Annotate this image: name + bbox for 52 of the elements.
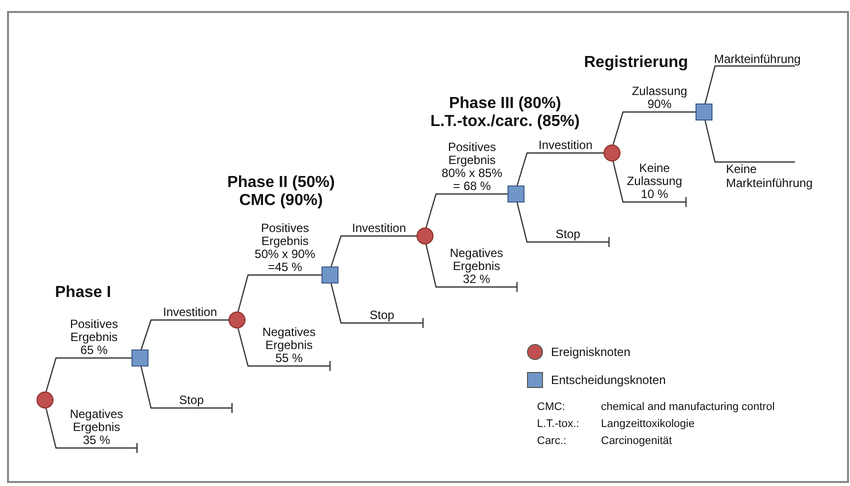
branch-line (516, 152, 604, 186)
branch-line (704, 120, 795, 163)
branch-label: Investition (162, 306, 218, 319)
branch-label: Stop (179, 394, 204, 407)
branch-label: Investition (538, 139, 593, 152)
branch-label: Positives Ergebnis 65 % (68, 318, 120, 357)
branch-line (330, 235, 417, 268)
phase-heading: Registrierung (584, 54, 688, 72)
branch-line (330, 282, 424, 329)
legend-text: Ereignisknoten (551, 345, 630, 359)
outcome-text: Keine Markteinführung (726, 162, 814, 190)
branch-line (45, 357, 132, 392)
branch-line (516, 202, 610, 248)
event-node-circle (416, 228, 434, 244)
branch-label: Zulassung 90% (630, 85, 688, 111)
branch-line (140, 319, 229, 350)
abbreviation-definition: Carcinogenität (601, 435, 672, 448)
branch-line (612, 111, 696, 146)
branch-line (612, 160, 687, 208)
branch-line (237, 328, 331, 372)
event-node-circle (36, 392, 54, 408)
phase-heading: Phase III (80%) L.T.-tox./carc. (85%) (429, 95, 581, 131)
branch-label: Positives Ergebnis 80% x 85% = 68 % (441, 141, 503, 193)
branch-label: Positives Ergebnis 50% x 90% =45 % (254, 222, 316, 274)
abbreviation-definition: chemical and manufacturing control (601, 401, 775, 414)
branch-line (425, 193, 508, 228)
event-node-circle (228, 312, 246, 328)
decision-node-square (696, 104, 712, 120)
event-node-circle (604, 144, 620, 162)
branch-label: Negatives Ergebnis 32 % (448, 247, 504, 286)
branch-line (140, 366, 233, 414)
phase-heading: Phase II (50%) CMC (90%) (226, 174, 336, 210)
branch-label: Stop (370, 309, 394, 322)
branch-line (237, 274, 322, 312)
abbreviation-definition: Langzeittoxikologie (601, 418, 695, 431)
decision-node-square (508, 186, 524, 202)
decision-node-square (322, 266, 338, 284)
abbreviation-term: CMC: (537, 401, 566, 414)
branch-label: Keine Zulassung 10 % (626, 162, 684, 201)
branch-label: Stop (556, 228, 580, 241)
abbreviation-term: L.T.-tox.: (537, 418, 580, 431)
branch-label: Investition (352, 222, 406, 235)
branch-line (45, 408, 138, 454)
legend-text: Entscheidungsknoten (551, 373, 666, 387)
abbreviation-term: Carc.: (537, 435, 566, 448)
branch-label: Negatives Ergebnis 55 % (261, 326, 317, 365)
branch-label: Negatives Ergebnis 35 % (68, 408, 124, 447)
decision-node-square (132, 350, 148, 366)
outcome-text: Markteinführung (714, 52, 802, 66)
phase-heading: Phase I (55, 284, 112, 302)
branch-line (425, 244, 518, 293)
branch-line (704, 65, 795, 104)
